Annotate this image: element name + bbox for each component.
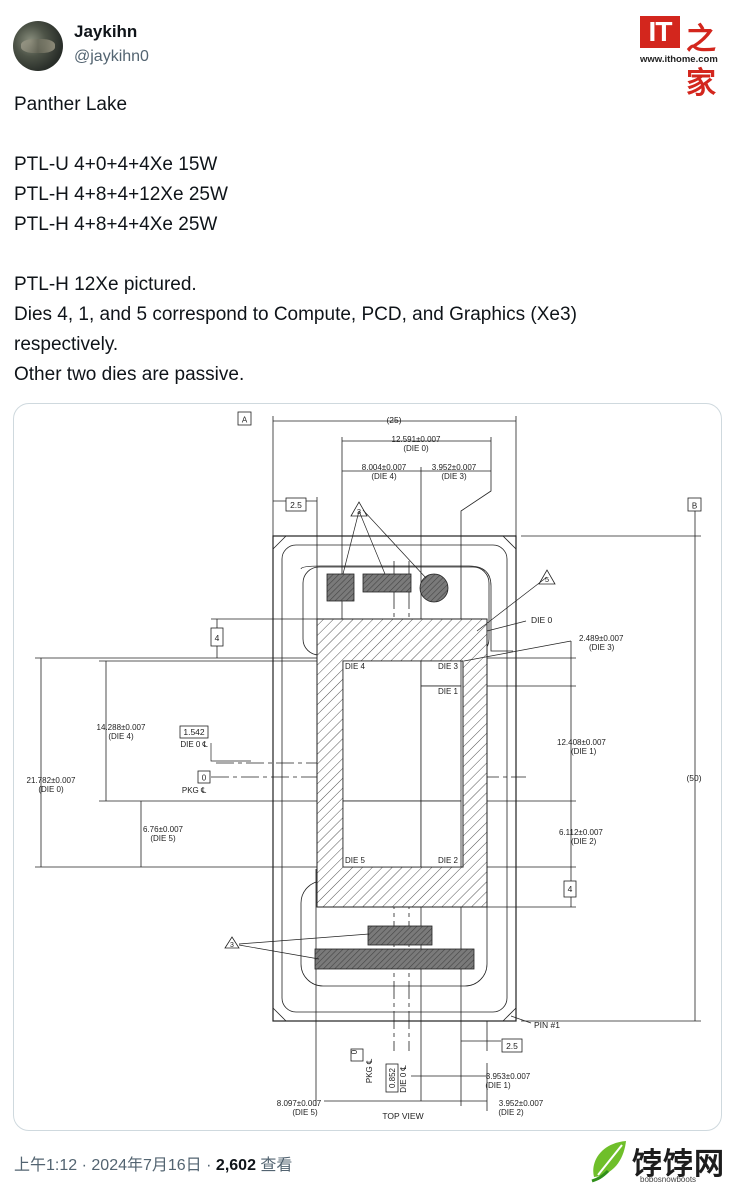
die-1-shape	[420, 685, 462, 802]
bottom-pkg-value: 0	[350, 1049, 359, 1054]
dim-die4-height-label: (DIE 4)	[108, 732, 134, 741]
datum-b-label: B	[692, 502, 697, 511]
tweet-time[interactable]: 上午1:12	[14, 1157, 78, 1174]
dim-package-width: (25)	[386, 415, 401, 425]
ithome-url: www.ithome.com	[640, 54, 718, 65]
tweet-line: PTL-H 4+8+4+12Xe 25W	[14, 184, 228, 205]
dim-die2-height: 6.112±0.007	[559, 828, 603, 837]
dim-die1-width: 3.953±0.007	[486, 1072, 531, 1081]
bobo-watermark-logo: 饽饽网 bobosnowboots	[588, 1137, 734, 1186]
die1-label: DIE 1	[438, 687, 459, 696]
dim-die0-height-label: (DIE 0)	[38, 785, 64, 794]
dim-die4-height: 14.288±0.007	[97, 723, 146, 732]
tweet-line: respectively.	[14, 334, 119, 355]
dim-die5-height: 6.76±0.007	[143, 825, 184, 834]
dim-die1-width-label: (DIE 1)	[485, 1081, 511, 1090]
dim-die2-width-label: (DIE 2)	[498, 1108, 524, 1117]
dim-die5-width-label: (DIE 5)	[292, 1108, 318, 1117]
pkg-centerline-value: 0	[202, 774, 207, 783]
die3-label: DIE 3	[438, 662, 459, 671]
dim-die1-height: 12.408±0.007	[557, 738, 606, 747]
tweet-line: Other two dies are passive.	[14, 364, 245, 385]
dim-die2-width: 3.952±0.007	[499, 1099, 544, 1108]
die5-label: DIE 5	[345, 856, 366, 865]
die-3-shape	[420, 660, 462, 687]
ithome-watermark-logo: IT 之家 www.ithome.com	[640, 16, 726, 101]
dim-die4-width: 8.004±0.007	[362, 463, 407, 472]
dim-package-height: (50)	[686, 773, 701, 783]
dim-offset-bottom: 4	[568, 884, 573, 894]
tweet-line: Dies 4, 1, and 5 correspond to Compute, …	[14, 304, 577, 325]
meta-separator: ·	[81, 1157, 87, 1174]
tweet-meta: 上午1:12 · 2024年7月16日 · 2,602 查看	[14, 1151, 292, 1175]
view-count-label: 查看	[260, 1157, 293, 1174]
tweet-line: PTL-H 12Xe pictured.	[14, 274, 197, 295]
ithome-logo-char: 之家	[686, 22, 716, 101]
die-2-shape	[420, 800, 462, 868]
callout-3-bottom: 3	[230, 942, 234, 949]
dim-die1-height-label: (DIE 1)	[571, 747, 597, 756]
ithome-logo-mark: IT	[640, 16, 680, 48]
die0-label: DIE 0	[531, 615, 553, 625]
tweet-date[interactable]: 2024年7月16日	[91, 1157, 202, 1174]
tweet-text: Panther Lake PTL-U 4+0+4+4Xe 15W PTL-H 4…	[14, 90, 714, 390]
tweet-line: Panther Lake	[14, 94, 128, 115]
die4-label: DIE 4	[345, 662, 366, 671]
bobo-name: 饽饽网	[632, 1147, 725, 1182]
tweet-line: PTL-U 4+0+4+4Xe 15W	[14, 154, 218, 175]
dim-die0-width-label: (DIE 0)	[403, 444, 429, 453]
meta-separator: ·	[206, 1157, 212, 1174]
bottom-die0-label: DIE 0 ℄	[399, 1064, 408, 1092]
leaf-icon	[591, 1141, 626, 1183]
dim-die0-width: 12.591±0.007	[392, 435, 441, 444]
dim-die5-width: 8.097±0.007	[277, 1099, 322, 1108]
dim-die3-height: 2.489±0.007	[579, 634, 624, 643]
package-drawing: A B (25) 12.591±0.007 (DIE 0) 8.004±0.00…	[27, 411, 702, 1121]
tweet-media-image[interactable]: A B (25) 12.591±0.007 (DIE 0) 8.004±0.00…	[13, 403, 722, 1131]
bottom-die0-value: 0.852	[388, 1067, 397, 1088]
bobo-sub: bobosnowboots	[640, 1175, 697, 1184]
dim-edge-bottom: 2.5	[506, 1041, 518, 1051]
dim-die3-height-label: (DIE 3)	[589, 643, 615, 652]
display-name[interactable]: Jaykihn	[74, 22, 138, 41]
dim-offset-top: 4	[215, 633, 220, 643]
die0-centerline-label: DIE 0 ℄	[180, 740, 208, 749]
bottom-pkg-label: PKG ℄	[365, 1058, 374, 1083]
user-handle[interactable]: @jaykihn0	[74, 48, 149, 65]
pkg-centerline-label: PKG ℄	[182, 786, 207, 795]
view-label: TOP VIEW	[382, 1111, 423, 1121]
dim-die4-width-label: (DIE 4)	[371, 472, 397, 481]
tweet-line: PTL-H 4+8+4+4Xe 25W	[14, 214, 218, 235]
dim-die3-width: 3.952±0.007	[432, 463, 477, 472]
avatar[interactable]	[13, 21, 63, 71]
die-5-shape	[342, 800, 422, 868]
dim-die0-height: 21.782±0.007	[27, 776, 76, 785]
callout-5: 5	[545, 575, 549, 584]
callout-3-top: 3	[357, 507, 361, 516]
datum-a-label: A	[242, 416, 248, 425]
pin1-label: PIN #1	[534, 1020, 560, 1030]
die0-centerline-offset: 1.542	[183, 727, 205, 737]
dim-die3-width-label: (DIE 3)	[441, 472, 467, 481]
dim-die2-height-label: (DIE 2)	[571, 837, 597, 846]
dim-die5-height-label: (DIE 5)	[150, 834, 176, 843]
dim-edge-top: 2.5	[290, 500, 302, 510]
die-4-shape	[342, 660, 422, 802]
die2-label: DIE 2	[438, 856, 459, 865]
view-count: 2,602	[215, 1157, 256, 1174]
